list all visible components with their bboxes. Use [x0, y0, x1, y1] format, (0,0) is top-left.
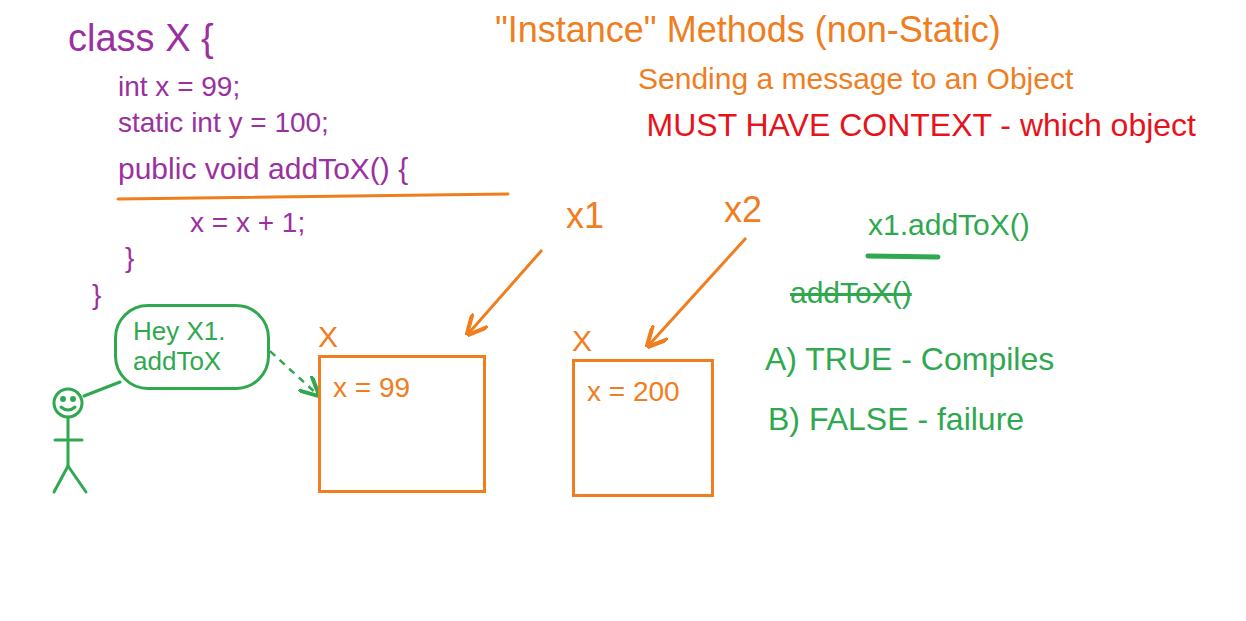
object-frame: x = 99 — [318, 355, 486, 493]
pointer-arrow — [468, 250, 542, 334]
code-line: } — [125, 243, 134, 274]
code-line: x = x + 1; — [190, 208, 305, 239]
answer-option: B) FALSE - failure — [768, 402, 1024, 437]
class-name: X — [318, 320, 486, 353]
answer-option: A) TRUE - Compiles — [765, 342, 1054, 377]
code-line: static int y = 100; — [118, 108, 329, 139]
reference-name: x1 — [566, 196, 604, 236]
speech-text: Hey X1. addToX — [133, 317, 251, 377]
message-arrow — [270, 351, 318, 395]
title: "Instance" Methods (non-Static) — [495, 10, 1001, 50]
class-name: X — [572, 324, 714, 357]
stick-figure — [54, 382, 120, 492]
object-frame: x = 200 — [572, 359, 714, 497]
reference-name: x2 — [724, 190, 762, 230]
field-value: x = 200 — [587, 376, 699, 408]
code-line: class X { — [68, 18, 214, 60]
underline — [118, 194, 508, 199]
code-line: public void addToX() { — [118, 152, 408, 185]
code-line: int x = 99; — [118, 72, 240, 103]
code-line: } — [92, 280, 101, 311]
note: Sending a message to an Object — [638, 62, 1073, 95]
speech-bubble: Hey X1. addToX — [114, 304, 270, 390]
pointer-arrow — [648, 238, 746, 346]
method-call: addToX() — [790, 276, 912, 309]
object-box: Xx = 200 — [572, 324, 714, 497]
underline — [868, 256, 938, 257]
field-value: x = 99 — [333, 372, 471, 404]
emphasis-note: MUST HAVE CONTEXT - which object — [636, 108, 1196, 143]
object-box: Xx = 99 — [318, 320, 486, 493]
method-call: x1.addToX() — [868, 208, 1030, 241]
